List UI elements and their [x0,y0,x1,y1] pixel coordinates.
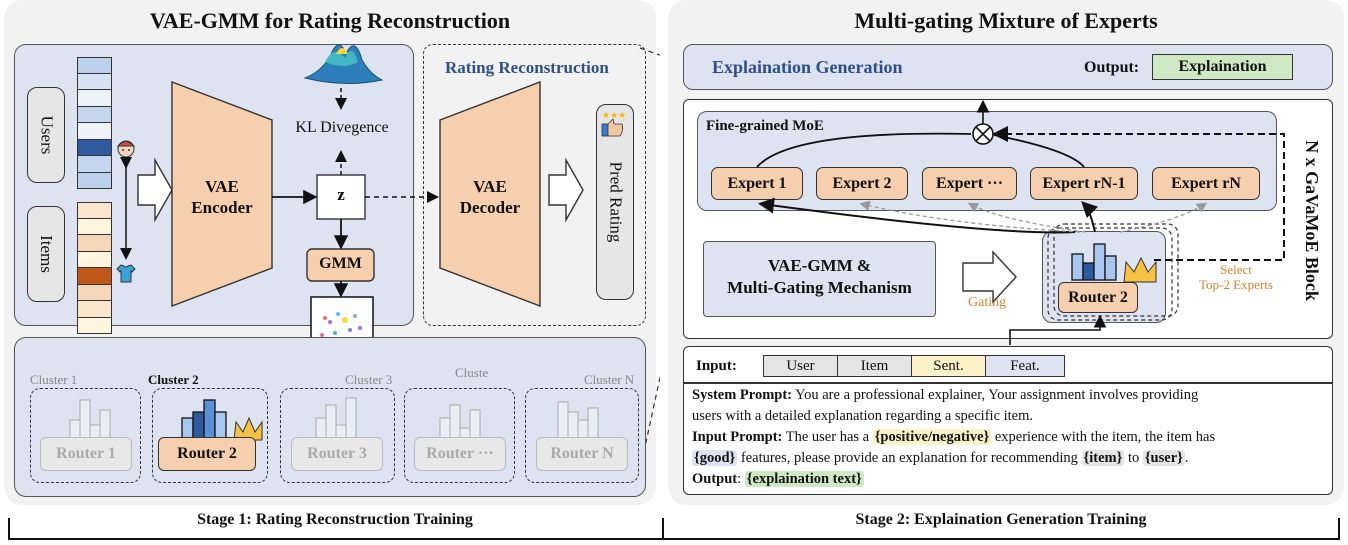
users-pill: Users [27,87,65,183]
input-prompt-line-1: Input Prompt: The user has a {positive/n… [692,429,1216,445]
stage-bar-line [8,538,1340,540]
router-n: Router N [536,437,628,471]
select-label-1: Select [1220,262,1252,277]
right-router-2: Router 2 [1058,282,1138,313]
stage-tick-left [8,518,10,540]
gmm-label: GMM [319,255,362,272]
vae-encoder-shape [171,80,273,308]
cluster-n-1-label: Cluste [455,365,489,380]
item-embedding [77,202,112,334]
router-1: Router 1 [40,437,132,471]
system-prompt-line-1: System Prompt: You are a professional ex… [692,387,1199,403]
left-title: VAE-GMM for Rating Reconstruction [149,8,511,33]
right-title: Multi-gating Mixture of Experts [854,8,1158,33]
cluster-1-box [30,388,141,483]
input-sentiment: Sent. [911,355,986,377]
vae-gmm-mechanism-label-2: Multi-Gating Mechanism [727,278,912,297]
stage-tick-mid [662,518,664,540]
router-2: Router 2 [158,437,256,471]
pred-rating-pill: Pred Rating [596,104,634,300]
z-label: z [337,185,345,204]
user-avatar-icon [115,137,137,159]
left-diagram-svg [87,44,660,471]
vae-gmm-mechanism-box [703,241,936,317]
kl-divergence-label: KL Divegence [295,119,389,136]
vae-decoder-shape [439,80,541,308]
input-label: Input: [696,358,737,374]
cluster-bar-icons [69,397,599,443]
rating-reconstruction-box [423,44,646,326]
system-prompt-line-2: users with a detailed explanation regard… [692,408,1034,424]
rating-reconstruction-title: Rating Reconstruction [445,58,609,77]
expert-2: Expert 2 [816,167,908,200]
expert-1: Expert 1 [711,167,803,200]
item-shirt-icon [115,262,137,284]
right-router-bars-icon [1071,243,1117,281]
right-crown-icon [1123,256,1157,283]
cluster-n-1-box [404,388,515,483]
crown-icon [233,416,263,441]
cluster-n-box [525,388,639,483]
expert-rn: Expert rN [1152,167,1260,200]
explanation-generation-label: Explaination Generation [712,57,903,77]
user-embedding [77,57,112,189]
output-label: Output: [1084,59,1140,76]
input-feature: Feat. [985,355,1065,377]
cluster-2-label: Cluster 2 [148,372,199,387]
input-item: Item [837,355,912,377]
prompt-divider [684,382,1332,384]
input-user: User [763,355,838,377]
cluster-n-label: Cluster N [584,372,635,387]
thumbs-up-stars-icon: ★★★ [598,109,630,139]
gaussian-surface-icon [303,44,384,85]
router-3: Router 3 [291,437,383,471]
select-label-2: Top-2 Experts [1199,277,1273,292]
items-pill: Items [27,206,65,302]
cluster-1-label: Cluster 1 [30,372,78,387]
vae-gmm-mechanism-label-1: VAE-GMM & [767,256,872,275]
cluster-2-box [152,388,268,483]
stage-tick-right [1338,518,1340,540]
cluster-3-box [280,388,395,483]
cluster-3-label: Cluster 3 [345,372,393,387]
expert-ellipsis: Expert ··· [922,167,1017,200]
fine-grained-moe-label: Fine-grained MoE [706,118,824,134]
input-prompt-line-2: {good} features, please provide an expla… [692,450,1189,466]
svg-text:★★★: ★★★ [602,110,626,120]
output-prompt-line: Output: {explaination text} [692,471,864,487]
expert-rn-1: Expert rN-1 [1030,167,1138,200]
stage-1-label: Stage 1: Rating Reconstruction Training [197,511,473,528]
router-n-1: Router ··· [414,437,506,471]
vae-decoder-label: VAE Decoder [459,177,521,217]
output-value-box: Explaination [1152,54,1293,80]
stage-2-label: Stage 2: Explaination Generation Trainin… [855,511,1147,528]
vae-encoder-label: VAE Encoder [191,177,253,217]
